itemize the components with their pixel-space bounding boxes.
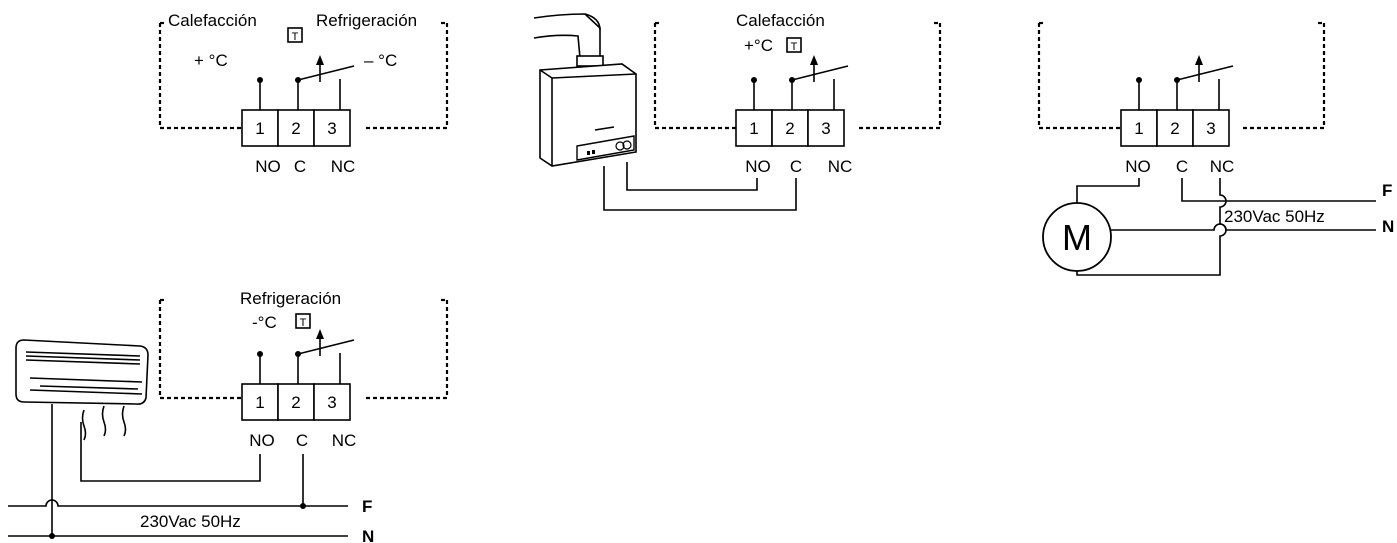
minus-temp-label: -°C xyxy=(252,313,277,332)
terminal-3: 3 xyxy=(1206,119,1215,138)
svg-text:T: T xyxy=(300,317,307,329)
plus-temp-label: + °C xyxy=(194,51,228,70)
terminal-3: 3 xyxy=(327,393,336,412)
supply-label: 230Vac 50Hz xyxy=(1224,207,1325,226)
phase-label: F xyxy=(1382,181,1392,200)
terminal-1: 1 xyxy=(255,393,264,412)
boiler-icon xyxy=(533,13,637,167)
air-conditioner-icon xyxy=(15,339,149,441)
svg-text:T: T xyxy=(292,31,299,43)
contact-nc: NC xyxy=(331,157,356,176)
thermostat-icon xyxy=(287,27,303,43)
contact-nc: NC xyxy=(332,431,357,450)
contact-no: NO xyxy=(255,157,281,176)
phase-label: F xyxy=(362,497,372,516)
terminal-3: 3 xyxy=(821,119,830,138)
terminal-1: 1 xyxy=(255,119,264,138)
thermostat-icon xyxy=(786,37,802,53)
terminal-2: 2 xyxy=(291,393,300,412)
contact-c: C xyxy=(294,157,306,176)
plus-temp-label: +°C xyxy=(744,36,773,55)
neutral-label: N xyxy=(362,527,374,543)
terminal-1: 1 xyxy=(749,119,758,138)
neutral-label: N xyxy=(1382,217,1394,236)
terminal-2: 2 xyxy=(1170,119,1179,138)
svg-text:T: T xyxy=(791,41,798,53)
minus-temp-label: – °C xyxy=(364,51,397,70)
supply-label: 230Vac 50Hz xyxy=(140,512,241,531)
contact-no: NO xyxy=(249,431,275,450)
terminal-1: 1 xyxy=(1134,119,1143,138)
diagram-heating-boiler: 1 2 3 NO C NC Calefacción +°C T xyxy=(533,11,942,211)
motor-label: M xyxy=(1062,217,1092,258)
thermostat-icon xyxy=(295,313,311,329)
diagram-heating-cooling: 1 2 3 NO C NC Calefacción Refrigeración … xyxy=(158,11,449,176)
terminal-3: 3 xyxy=(327,119,336,138)
contact-nc: NC xyxy=(1210,157,1235,176)
contact-no: NO xyxy=(1125,157,1151,176)
contact-c: C xyxy=(1176,157,1188,176)
cooling-heading: Refrigeración xyxy=(240,289,341,308)
diagram-motor: 1 2 3 NO C NC M 230Vac 50Hz F N xyxy=(1037,21,1394,276)
terminal-2: 2 xyxy=(785,119,794,138)
diagram-cooling-ac: 1 2 3 NO C NC Refrigeración -°C T 230Vac… xyxy=(8,289,449,543)
heating-label: Calefacción xyxy=(168,11,257,30)
contact-c: C xyxy=(790,157,802,176)
cooling-label: Refrigeración xyxy=(316,11,417,30)
contact-nc: NC xyxy=(828,157,853,176)
heating-heading: Calefacción xyxy=(736,11,825,30)
contact-c: C xyxy=(296,431,308,450)
contact-no: NO xyxy=(745,157,771,176)
terminal-2: 2 xyxy=(291,119,300,138)
